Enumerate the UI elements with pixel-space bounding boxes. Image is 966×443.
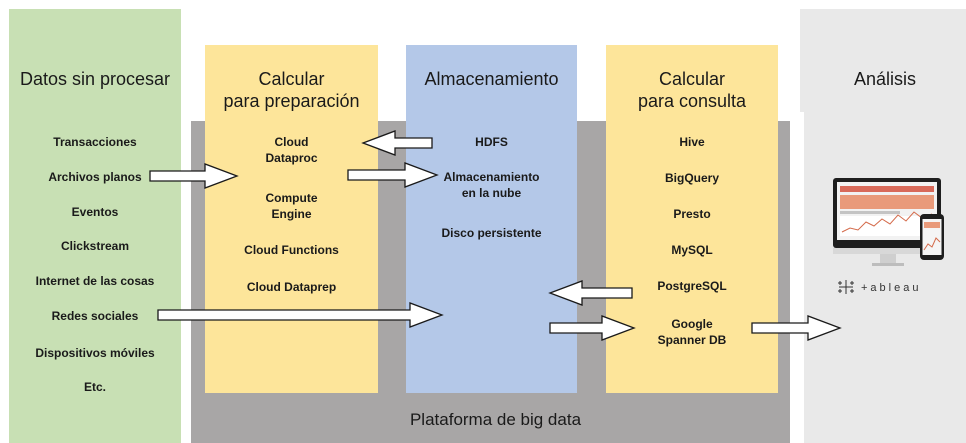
query-item-spanner-1: Google (671, 317, 713, 331)
prep-item-cloud-dataproc-1: Cloud (274, 135, 309, 149)
raw-item-eventos: Eventos (71, 205, 119, 219)
desktop-monitor-icon (833, 178, 941, 266)
platform-edge (790, 112, 804, 443)
raw-item-transacciones: Transacciones (53, 135, 137, 149)
platform-label: Plataforma de big data (409, 410, 582, 429)
arrow-spanner-to-analysis (751, 315, 842, 341)
tableau-logo-text: +ableau (861, 282, 921, 294)
prep-title-line2: para preparación (223, 91, 360, 111)
arrow-storage-to-spanner (549, 315, 636, 341)
raw-item-dispositivos-moviles: Dispositivos móviles (35, 346, 155, 360)
query-item-spanner-2: Spanner DB (657, 333, 727, 347)
mobile-phone-icon (920, 214, 944, 260)
arrow-postgresql-to-storage (548, 280, 633, 306)
storage-item-cloud-1: Almacenamiento (443, 170, 540, 184)
query-item-mysql: MySQL (671, 243, 713, 257)
prep-item-cloud-dataproc-2: Dataproc (265, 151, 318, 165)
storage-item-hdfs: HDFS (475, 135, 508, 149)
raw-item-etc: Etc. (83, 380, 106, 394)
storage-title: Almacenamiento (424, 69, 559, 89)
analysis-title: Análisis (853, 69, 917, 89)
prep-item-cloud-functions: Cloud Functions (244, 243, 339, 257)
arrow-archivos-to-prep (149, 163, 239, 189)
query-title-line2: para consulta (637, 91, 747, 111)
raw-data-panel (9, 9, 181, 443)
raw-item-clickstream: Clickstream (60, 239, 130, 253)
compute-prep-column (205, 45, 378, 393)
raw-item-redes-sociales: Redes sociales (51, 309, 139, 323)
query-title-line1: Calcular (658, 69, 726, 89)
query-item-postgresql: PostgreSQL (657, 279, 727, 293)
tableau-logo-icon (838, 280, 854, 294)
arrow-redes-to-storage (157, 302, 444, 328)
raw-data-title: Datos sin procesar (19, 69, 171, 89)
query-item-presto: Presto (673, 207, 711, 221)
query-item-hive: Hive (679, 135, 705, 149)
prep-item-compute-engine-1: Compute (265, 191, 318, 205)
storage-column (406, 45, 577, 393)
query-item-bigquery: BigQuery (664, 171, 719, 185)
storage-item-cloud-2: en la nube (461, 186, 522, 200)
raw-item-archivos-planos: Archivos planos (48, 170, 142, 184)
compute-query-column (606, 45, 778, 393)
storage-item-disco: Disco persistente (441, 226, 542, 240)
arrow-hdfs-to-dataproc (361, 130, 433, 156)
arrow-dataproc-to-storage (347, 162, 439, 188)
prep-item-cloud-dataprep: Cloud Dataprep (246, 280, 337, 294)
raw-item-iot: Internet de las cosas (35, 274, 155, 288)
prep-item-compute-engine-2: Engine (271, 207, 312, 221)
prep-title-line1: Calcular (258, 69, 325, 89)
